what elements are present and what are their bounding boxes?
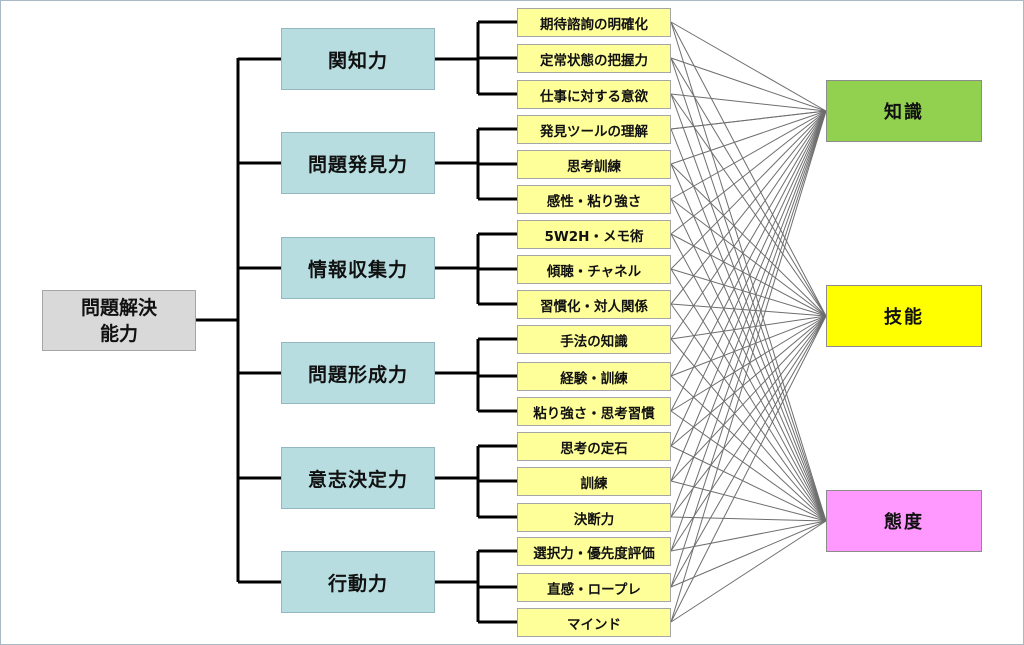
link-line: [670, 315, 827, 377]
link-line: [670, 128, 827, 522]
link-line: [670, 110, 827, 377]
item-node: 習慣化・対人関係: [517, 290, 671, 319]
category-knowledge: 知識: [826, 80, 982, 142]
link-line: [670, 110, 827, 447]
link-line: [670, 303, 827, 317]
ability-node-kodo: 行動力: [281, 551, 435, 613]
link-line: [670, 315, 827, 552]
link-line: [670, 315, 827, 447]
link-line: [670, 110, 827, 623]
link-line: [670, 110, 827, 552]
link-line: [670, 315, 827, 623]
link-line: [670, 268, 827, 522]
link-line: [670, 198, 827, 522]
item-node: 思考訓練: [517, 150, 671, 179]
link-line: [670, 375, 827, 522]
link-line: [670, 315, 827, 482]
item-node: 傾聴・チャネル: [517, 255, 671, 284]
link-line: [670, 233, 827, 522]
item-node: 直感・ロープレ: [517, 573, 671, 602]
item-node: 5W2H・メモ術: [517, 220, 671, 249]
link-line: [670, 110, 827, 270]
link-line: [670, 110, 827, 235]
link-line: [670, 21, 827, 317]
link-line: [670, 57, 827, 112]
item-node: 決断力: [517, 503, 671, 532]
link-line: [670, 93, 827, 112]
link-line: [670, 110, 827, 588]
link-line: [670, 338, 827, 522]
item-node: 仕事に対する意欲: [517, 80, 671, 109]
link-line: [670, 480, 827, 522]
item-node: 選択力・優先度評価: [517, 537, 671, 566]
link-line: [670, 163, 827, 522]
link-line: [670, 315, 827, 340]
link-line: [670, 198, 827, 317]
category-attitude: 態度: [826, 490, 982, 552]
item-node: マインド: [517, 608, 671, 637]
link-line: [670, 110, 827, 130]
link-line: [670, 57, 827, 522]
item-node: 感性・粘り強さ: [517, 185, 671, 214]
link-line: [670, 110, 827, 305]
ability-node-ishikettei: 意志決定力: [281, 447, 435, 509]
ability-node-hakken: 問題発見力: [281, 132, 435, 194]
link-line: [670, 110, 827, 482]
root-node: 問題解決 能力: [42, 290, 196, 351]
item-node: 訓練: [517, 467, 671, 496]
link-line: [670, 110, 827, 340]
item-node: 思考の定石: [517, 432, 671, 461]
link-line: [670, 21, 827, 522]
link-line: [670, 110, 827, 165]
item-node: 期待諮詢の明確化: [517, 8, 671, 37]
ability-node-joho: 情報収集力: [281, 237, 435, 299]
link-line: [670, 445, 827, 522]
ability-node-keisei: 問題形成力: [281, 342, 435, 404]
link-line: [670, 110, 827, 412]
link-line: [670, 163, 827, 317]
link-line: [670, 93, 827, 522]
link-line: [670, 516, 827, 522]
link-line: [670, 21, 827, 112]
link-line: [670, 315, 827, 588]
link-line: [670, 57, 827, 317]
item-node: 発見ツールの理解: [517, 115, 671, 144]
link-line: [670, 410, 827, 522]
item-node: 定常状態の把握力: [517, 44, 671, 73]
link-line: [670, 268, 827, 317]
item-node: 粘り強さ・思考習慣: [517, 397, 671, 426]
link-line: [670, 315, 827, 518]
link-line: [670, 520, 827, 623]
ability-node-kanchi: 関知力: [281, 28, 435, 90]
link-line: [670, 303, 827, 522]
link-line: [670, 520, 827, 588]
link-line: [670, 315, 827, 412]
link-line: [670, 110, 827, 518]
category-skill: 技能: [826, 285, 982, 347]
item-node: 手法の知識: [517, 325, 671, 354]
link-line: [670, 520, 827, 552]
item-node: 経験・訓練: [517, 362, 671, 391]
link-line: [670, 233, 827, 317]
link-line: [670, 93, 827, 317]
link-line: [670, 110, 827, 200]
